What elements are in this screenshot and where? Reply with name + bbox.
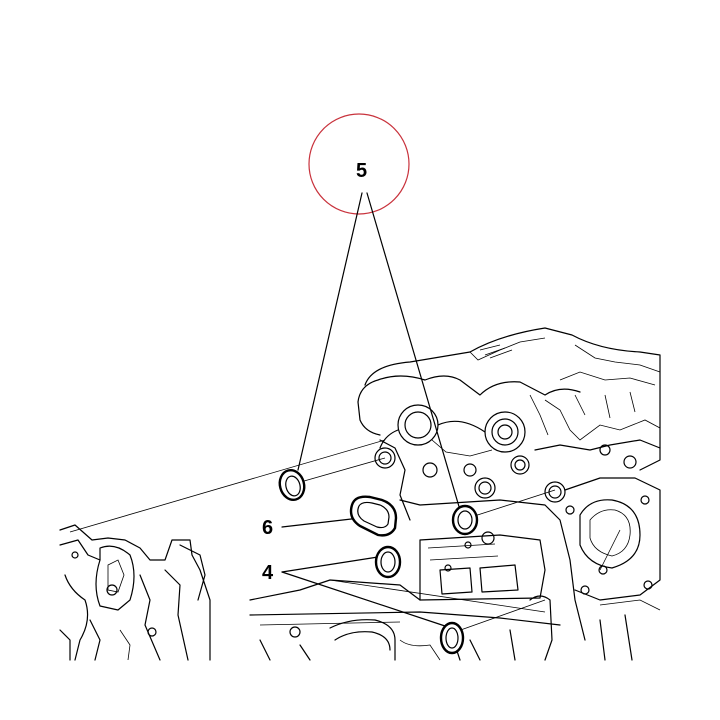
o-ring-4-lower (439, 621, 465, 655)
callout-5-highlight-circle (308, 113, 410, 215)
callout-6: 6 (262, 517, 273, 539)
alignment-lines (69, 439, 556, 633)
callout-leader-lines (281, 192, 461, 627)
engine-block (249, 327, 661, 661)
o-ring-5-lower (451, 504, 479, 536)
gasket-6 (349, 495, 398, 537)
callout-5: 5 (356, 160, 367, 182)
o-ring-5-upper (278, 468, 306, 502)
callout-4: 4 (262, 562, 274, 584)
o-ring-4-upper (374, 545, 402, 579)
front-cover (59, 524, 211, 661)
